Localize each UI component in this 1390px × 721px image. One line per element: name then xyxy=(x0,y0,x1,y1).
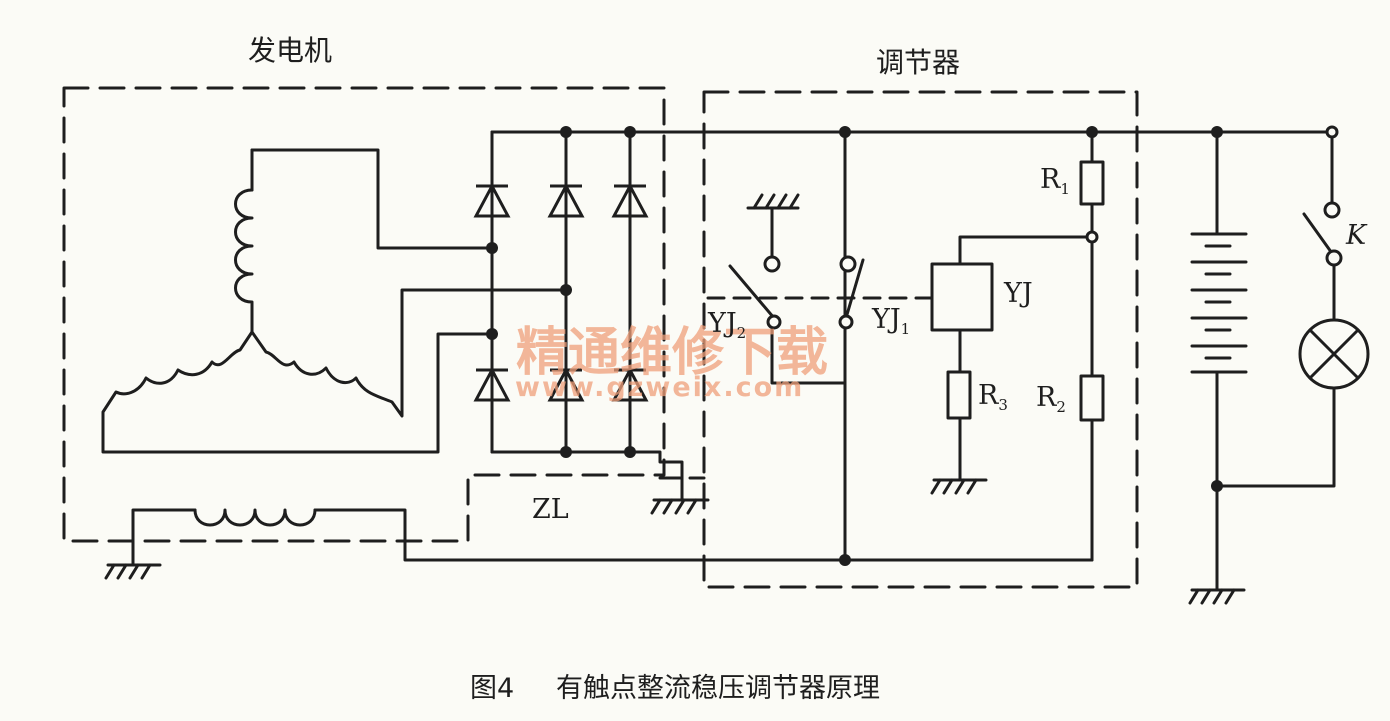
junction-dots xyxy=(486,126,1223,566)
resistor-r1 xyxy=(1079,160,1105,206)
contact-assembly xyxy=(706,206,934,385)
field-winding xyxy=(131,508,1094,567)
resistor-r3 xyxy=(946,370,972,420)
regulator-boundary xyxy=(702,90,1139,589)
relay-wire xyxy=(958,235,1094,482)
diodes xyxy=(473,182,649,402)
regulator-label: 调节器 xyxy=(876,46,960,79)
watermark-url: www.gzweix.com xyxy=(515,372,804,403)
stator-winding xyxy=(101,148,568,454)
resistor-r2-label: R2 xyxy=(1036,382,1066,416)
switch-and-lamp xyxy=(1215,130,1370,488)
figure-number: 图4 xyxy=(470,673,514,704)
watermark-text: 精通维修下载 xyxy=(516,323,828,383)
relay-coil-yj xyxy=(930,262,994,332)
generator-boundary xyxy=(62,86,666,543)
rectifier-ground-wire xyxy=(628,450,684,502)
battery xyxy=(1190,130,1248,592)
switch-k-label: K xyxy=(1345,220,1368,251)
resistor-r3-label: R3 xyxy=(978,380,1008,414)
ground-symbols xyxy=(104,193,1246,605)
relay-yj-label: YJ xyxy=(1003,278,1033,309)
contact-yj2-label: YJ2 xyxy=(707,308,746,342)
rectifier-zl-label: ZL xyxy=(532,494,569,525)
resistor-r2 xyxy=(1079,374,1105,422)
contact-yj1-label: YJ1 xyxy=(871,304,910,338)
generator-label: 发电机 xyxy=(248,34,332,67)
open-terminals xyxy=(763,125,1343,330)
figure-title: 有触点整流稳压调节器原理 xyxy=(556,673,880,704)
resistor-r1-label: R1 xyxy=(1040,164,1070,198)
